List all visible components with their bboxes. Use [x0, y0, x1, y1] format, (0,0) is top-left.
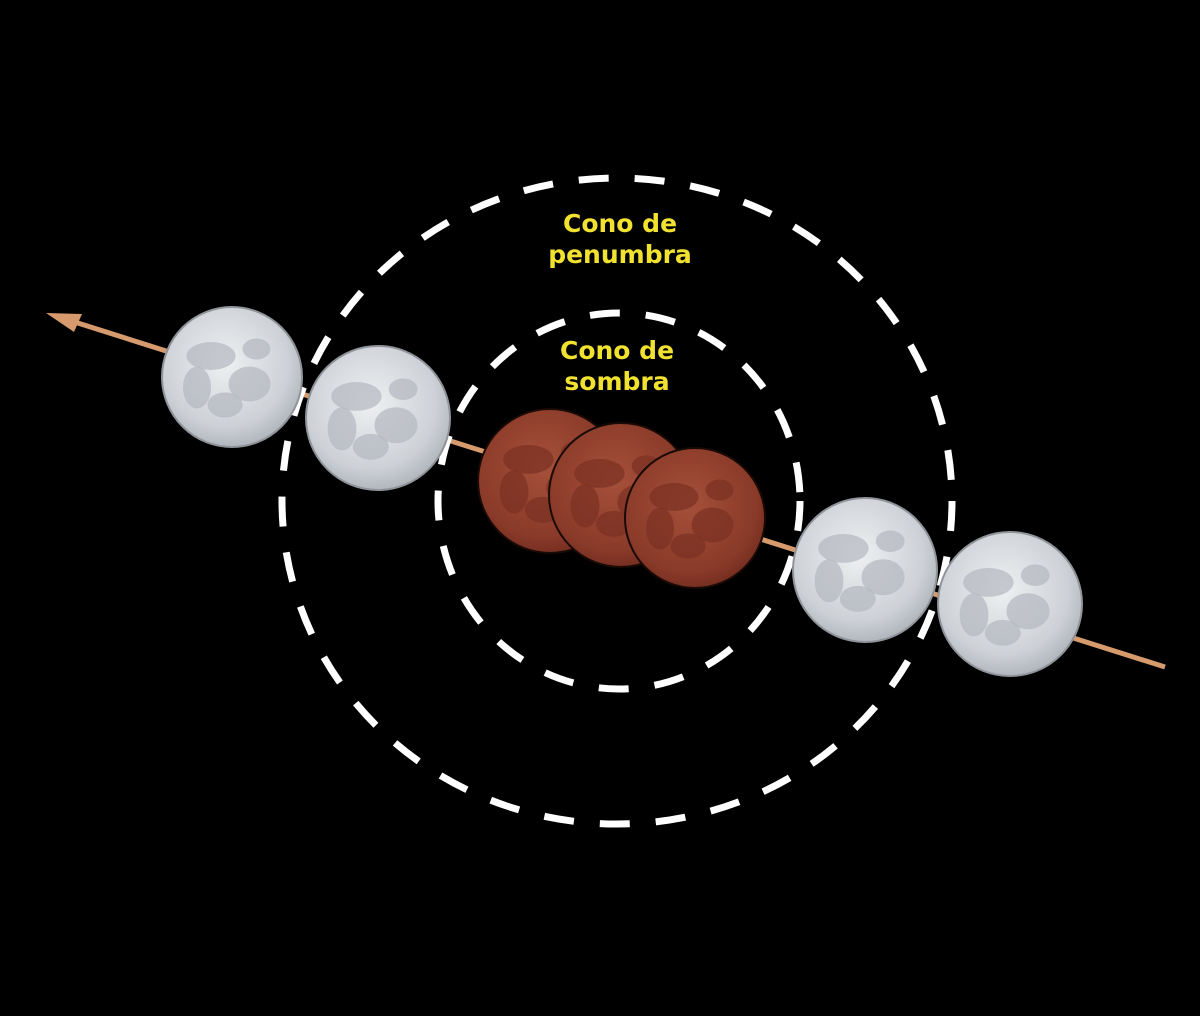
moon-mare	[818, 534, 869, 563]
umbra-label-line1: Cono de	[559, 336, 675, 365]
moon-mare	[646, 507, 674, 550]
umbra-cone-outline	[434, 309, 804, 693]
full-moon	[792, 497, 938, 643]
moon-mare	[875, 530, 905, 552]
moon-mare	[186, 342, 236, 370]
moon-mare	[388, 378, 418, 401]
penumbra-label-line2: penumbra	[548, 240, 692, 269]
moon-mare	[374, 407, 418, 444]
moon-mare	[183, 366, 211, 409]
moon-mare	[327, 407, 357, 451]
moon-mare	[861, 559, 905, 596]
moon-mare	[691, 507, 734, 543]
arrowhead-icon	[46, 313, 82, 332]
moon-mare	[352, 433, 389, 460]
penumbra-label: Cono de penumbra	[548, 208, 692, 270]
moon-mare	[984, 619, 1021, 646]
moon-mare	[595, 510, 632, 537]
moon-mare	[228, 366, 271, 402]
full-moon	[305, 345, 451, 491]
moon-mare	[814, 559, 844, 603]
full-moon	[937, 531, 1083, 677]
moon-mare	[242, 338, 271, 360]
moon-mare	[705, 479, 734, 501]
eclipsed-moon	[624, 447, 766, 589]
moon-mare	[959, 593, 989, 637]
moon-mare	[649, 483, 699, 511]
umbra-label-line2: sombra	[564, 367, 670, 396]
moon-mare	[207, 392, 243, 418]
moon-mare	[570, 484, 600, 528]
moon-mare	[574, 459, 625, 488]
moon-mare	[331, 382, 382, 411]
umbra-label: Cono de sombra	[560, 335, 674, 397]
moon-mare	[499, 470, 529, 514]
moon-mare	[670, 533, 706, 559]
moon-mare	[839, 585, 876, 612]
moon-mare	[1020, 564, 1050, 586]
penumbra-cone-outline	[278, 174, 956, 828]
moons	[161, 306, 1083, 677]
moon-mare	[1006, 593, 1050, 630]
full-moon	[161, 306, 303, 448]
moon-mare	[963, 568, 1014, 597]
moon-mare	[503, 445, 554, 474]
penumbra-label-line1: Cono de	[562, 209, 678, 238]
